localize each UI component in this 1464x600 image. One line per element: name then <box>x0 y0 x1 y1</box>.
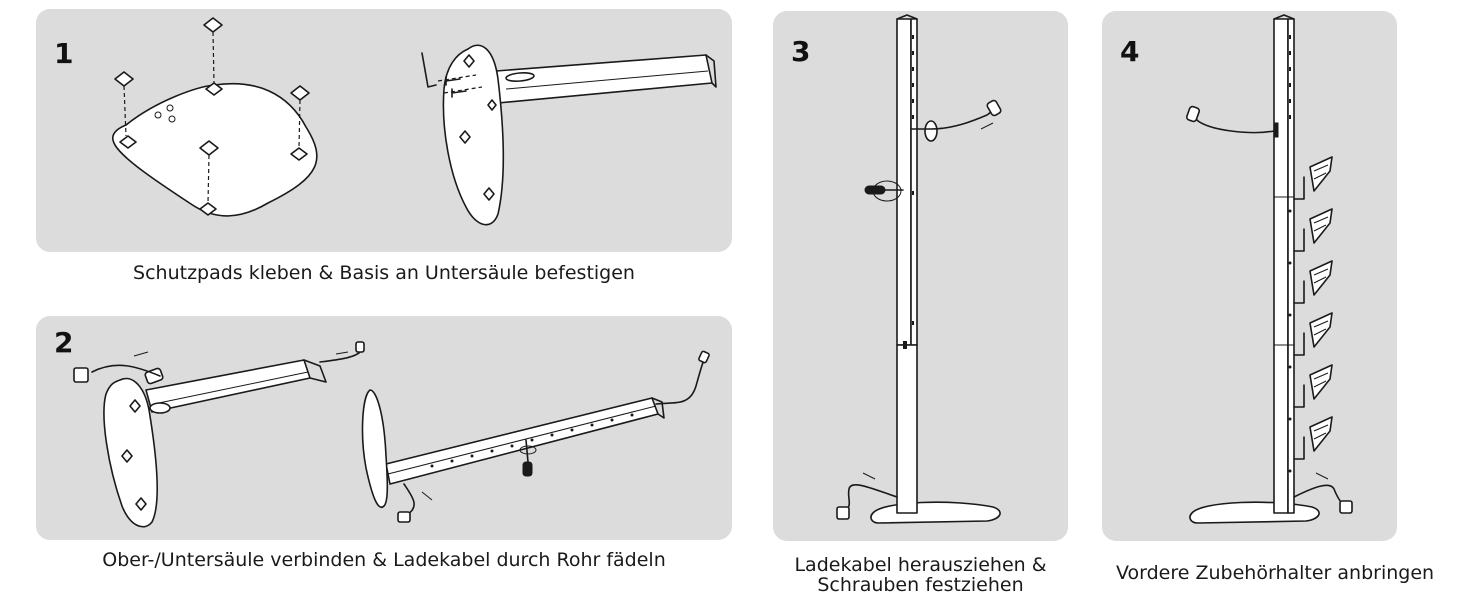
step-4-illustration <box>1185 14 1353 524</box>
accessory-holder <box>1293 156 1333 200</box>
column-upper <box>896 18 912 346</box>
column <box>145 359 311 413</box>
step-3-caption: Ladekabel herausziehen & Schrauben festz… <box>773 555 1068 595</box>
plug <box>836 506 850 520</box>
grommet <box>924 120 938 142</box>
accessory-holder <box>1293 260 1333 304</box>
base-hole <box>166 104 174 112</box>
step-4-panel: 4 <box>1102 11 1397 541</box>
pad <box>199 202 217 216</box>
step-4-caption: Vordere Zubehörhalter anbringen <box>1116 562 1435 584</box>
step-2-number: 2 <box>54 326 74 359</box>
step-2-illustration <box>73 341 710 528</box>
step-1-illustration <box>111 17 717 226</box>
charging-cable <box>1193 112 1275 134</box>
charging-cable <box>403 483 415 515</box>
pad-floating <box>199 140 219 156</box>
plug <box>986 99 1002 117</box>
step-2-panel: 2 <box>36 316 732 540</box>
connector <box>525 439 529 463</box>
column-slot <box>505 72 535 82</box>
step-3-caption-line2: Schrauben festziehen <box>817 574 1024 596</box>
charging-cable <box>844 484 898 512</box>
base-hole <box>154 111 162 119</box>
side-plate <box>442 44 505 226</box>
pad <box>119 135 137 149</box>
charging-cable <box>910 104 996 130</box>
step-3-illustration <box>836 14 1002 524</box>
step-3-panel: 3 <box>773 11 1068 541</box>
side-plate <box>361 389 389 509</box>
plug <box>1185 105 1201 123</box>
plug <box>1339 500 1353 514</box>
step-1-number: 1 <box>54 37 74 70</box>
screw <box>451 88 467 98</box>
base-plate <box>870 501 1001 524</box>
base-hole <box>168 115 176 123</box>
step-1-caption: Schutzpads kleben & Basis an Untersäule … <box>133 262 635 284</box>
step-2-caption: Ober-/Untersäule verbinden & Ladekabel d… <box>102 549 666 571</box>
accessory-holder <box>1293 416 1333 460</box>
pad-floating <box>114 71 134 87</box>
step-3-caption-line1: Ladekabel herausziehen & <box>794 554 1047 576</box>
step-1-panel: 1 <box>36 9 732 252</box>
charging-cable <box>655 359 705 405</box>
allen-wrench <box>421 52 437 88</box>
pad <box>205 82 223 96</box>
long-column <box>385 397 659 485</box>
plug <box>355 341 365 353</box>
plug <box>73 367 89 383</box>
step-3-number: 3 <box>791 35 811 68</box>
column <box>1287 18 1295 514</box>
charging-cable <box>319 351 361 363</box>
accessory-holder <box>1293 208 1333 252</box>
accessory-holder <box>1293 312 1333 356</box>
base-plate <box>1189 501 1320 524</box>
pad <box>290 147 308 161</box>
pad-floating <box>290 85 310 101</box>
side-plate <box>103 377 158 528</box>
screw <box>445 76 461 86</box>
step-4-number: 4 <box>1120 35 1140 68</box>
accessory-holder <box>1293 364 1333 408</box>
charging-cable <box>91 364 161 377</box>
pad-floating <box>203 17 223 33</box>
connector <box>864 185 886 195</box>
plug <box>397 511 411 523</box>
plug <box>698 350 710 364</box>
column-lower <box>896 344 918 514</box>
column <box>1273 18 1289 514</box>
accessory-holders <box>1293 156 1333 460</box>
